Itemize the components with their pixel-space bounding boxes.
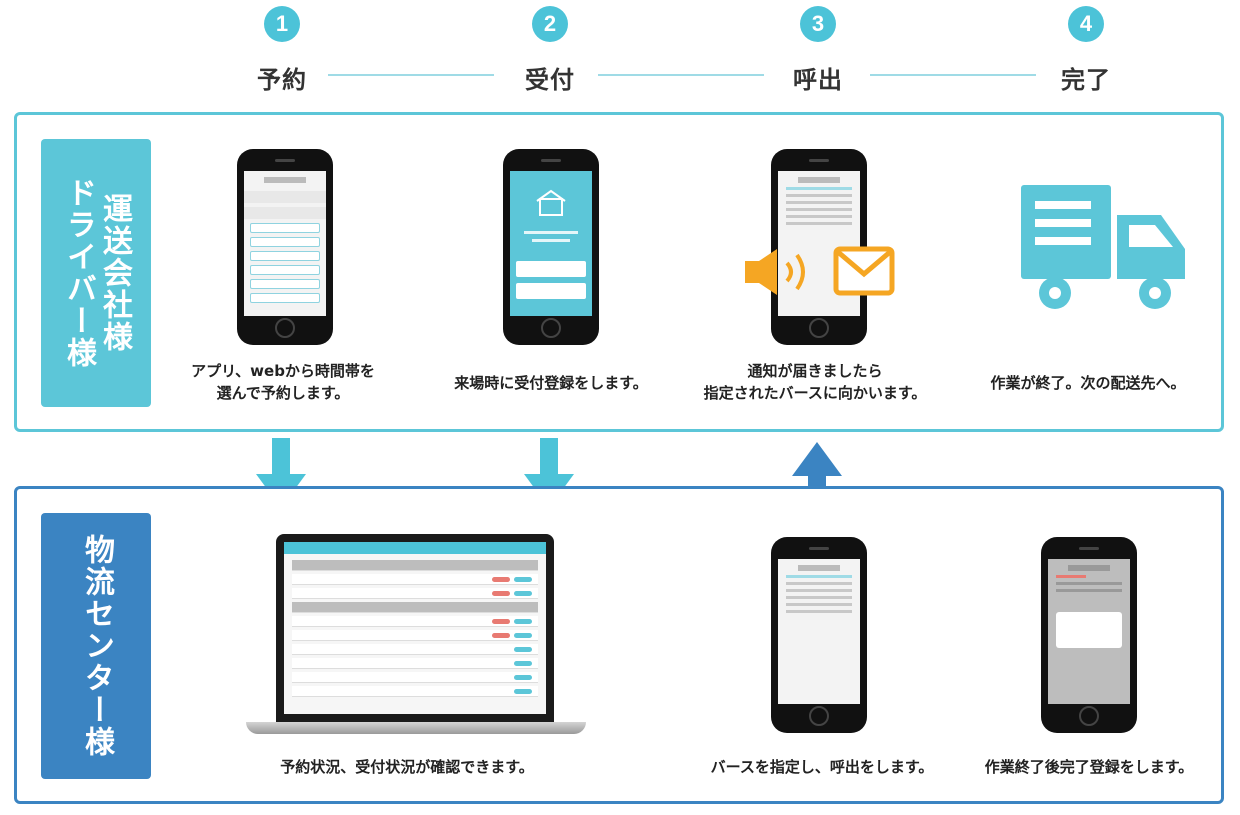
driver-caption-complete: 作業が終了。次の配送先へ。 bbox=[990, 374, 1186, 392]
driver-caption-notify: 通知が届きましたら 指定されたバースに向かいます。 bbox=[703, 362, 927, 402]
driver-panel: ドライバー様 運送会社様 bbox=[14, 112, 1224, 432]
driver-caption-checkin: 来場時に受付登録をします。 bbox=[454, 374, 648, 392]
step-label: 完了 bbox=[1061, 66, 1111, 94]
bay-call-phone bbox=[771, 537, 867, 733]
driver-label-col1: ドライバー様 bbox=[61, 177, 96, 369]
laptop-base bbox=[246, 722, 586, 734]
step-number: 1 bbox=[264, 6, 300, 42]
center-label-text: 物流センター様 bbox=[79, 534, 114, 758]
step-2: 2 受付 bbox=[510, 6, 590, 95]
center-caption-status: 予約状況、受付状況が確認できます。 bbox=[280, 758, 534, 776]
checkin-phone bbox=[503, 149, 599, 345]
step-number: 2 bbox=[532, 6, 568, 42]
center-caption-done: 作業終了後完了登録をします。 bbox=[984, 758, 1194, 776]
step-connector bbox=[870, 74, 1036, 76]
step-number: 3 bbox=[800, 6, 836, 42]
driver-caption-reserve: アプリ、webから時間帯を 選んで予約します。 bbox=[191, 362, 375, 402]
laptop bbox=[276, 534, 554, 722]
reservation-phone bbox=[237, 149, 333, 345]
laptop-screen bbox=[284, 542, 546, 714]
step-label: 呼出 bbox=[793, 66, 843, 94]
step-3: 3 呼出 bbox=[778, 6, 858, 95]
driver-label-col2: 運送会社様 bbox=[97, 193, 132, 353]
step-1: 1 予約 bbox=[242, 6, 322, 95]
step-header: 1 予約 2 受付 3 呼出 4 完了 bbox=[0, 0, 1240, 100]
center-panel: 物流センター様 予約状況、受付状況が確認できます。 バースを指定し、呼出をします… bbox=[14, 486, 1224, 804]
warehouse-icon bbox=[516, 189, 586, 299]
envelope-icon bbox=[833, 246, 895, 296]
center-label: 物流センター様 bbox=[41, 513, 151, 779]
step-number: 4 bbox=[1068, 6, 1104, 42]
driver-label: ドライバー様 運送会社様 bbox=[41, 139, 151, 407]
step-4: 4 完了 bbox=[1046, 6, 1126, 95]
step-connector bbox=[328, 74, 494, 76]
step-label: 予約 bbox=[257, 66, 307, 94]
step-label: 受付 bbox=[525, 66, 575, 94]
speaker-icon bbox=[745, 249, 805, 295]
completion-phone bbox=[1041, 537, 1137, 733]
center-caption-call: バースを指定し、呼出をします。 bbox=[710, 758, 934, 776]
truck-icon bbox=[1021, 185, 1185, 309]
step-connector bbox=[598, 74, 764, 76]
